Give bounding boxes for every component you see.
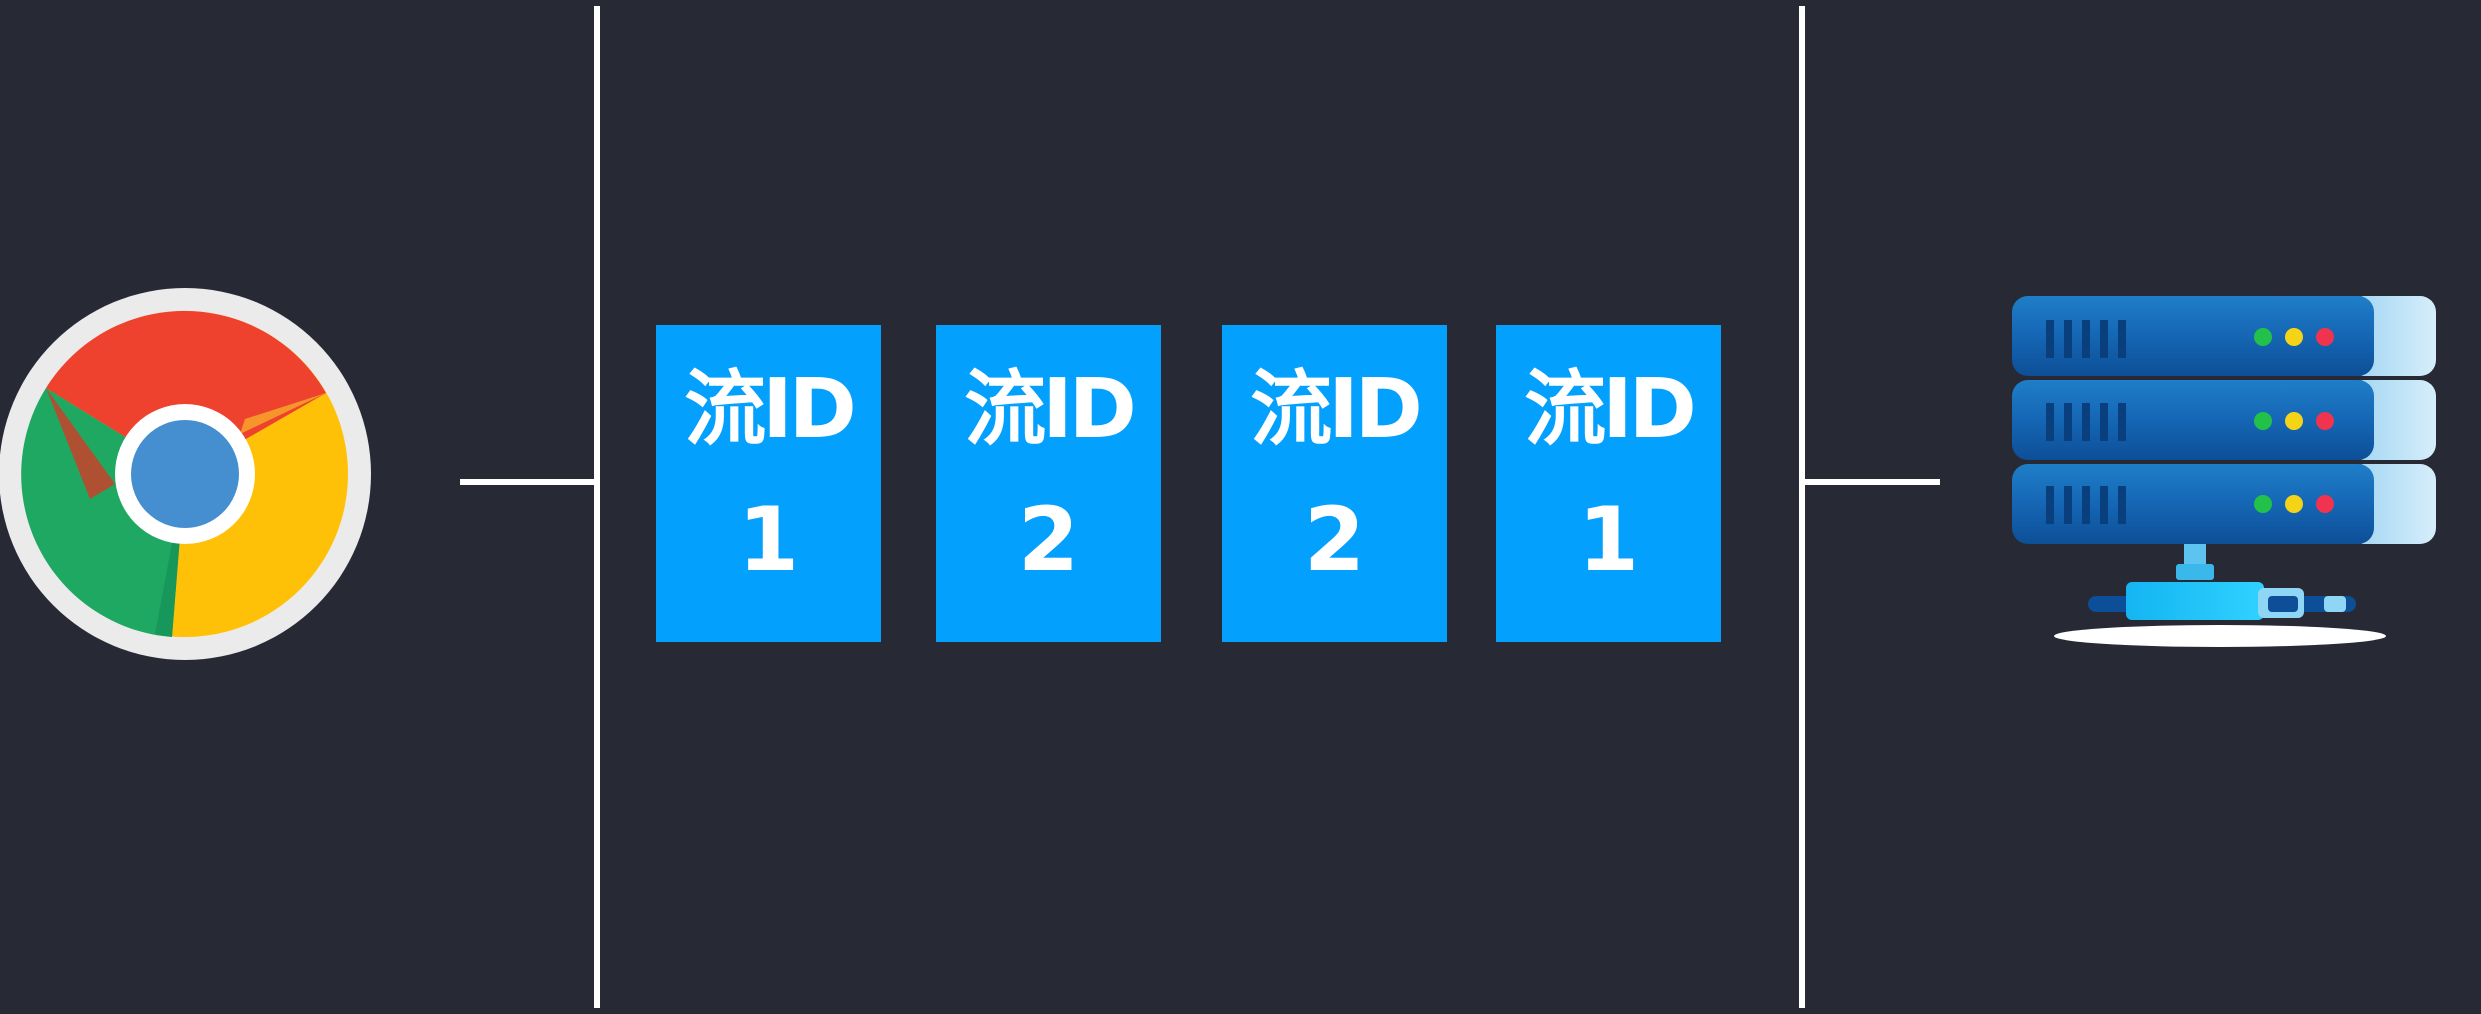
frame-stream-id: 2: [1303, 488, 1366, 591]
stream-frame: 流ID 1: [1496, 325, 1721, 642]
chrome-browser-icon: [0, 288, 371, 660]
stream-frame: 流ID 2: [1222, 325, 1447, 642]
channel-boundary-left: [594, 6, 600, 1008]
connection-line-left: [460, 479, 598, 485]
frame-stream-id: 1: [1577, 488, 1640, 591]
channel-boundary-right: [1799, 6, 1805, 1008]
stream-frame: 流ID 1: [656, 325, 881, 642]
connection-line-right: [1803, 479, 1940, 485]
frame-label: 流ID: [964, 362, 1137, 457]
frame-stream-id: 2: [1017, 488, 1080, 591]
frame-stream-id: 1: [737, 488, 800, 591]
frame-label: 流ID: [1250, 362, 1423, 457]
frame-label: 流ID: [1524, 362, 1697, 457]
server-rack-icon: [2012, 296, 2436, 647]
stream-frame: 流ID 2: [936, 325, 1161, 642]
frame-label: 流ID: [684, 362, 857, 457]
